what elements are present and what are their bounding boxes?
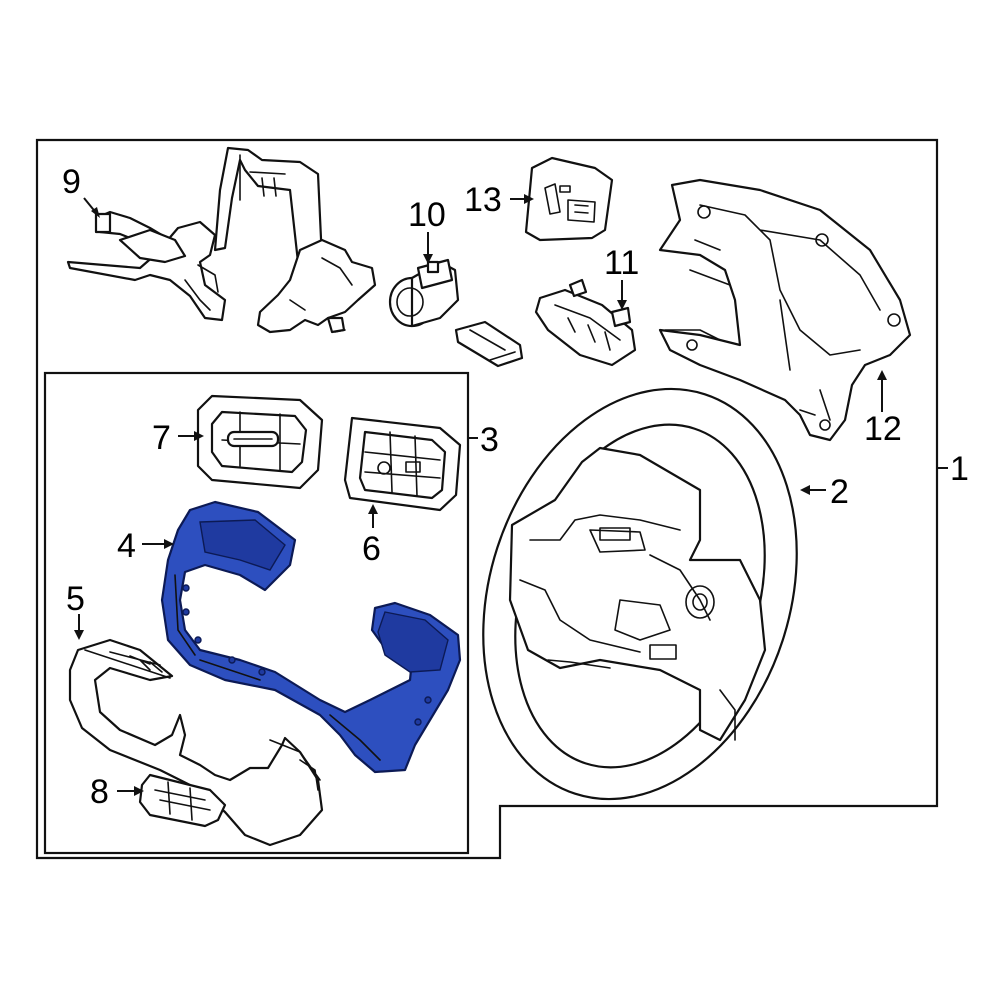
part-2-steering-wheel[interactable] — [432, 348, 847, 840]
callout-5: 5 — [66, 580, 85, 618]
callout-8: 8 — [90, 773, 109, 811]
arrow-10 — [423, 254, 433, 264]
part-4-bezel-highlighted[interactable] — [160, 500, 462, 774]
arrow-12 — [877, 370, 887, 380]
part-13-switch-plate[interactable] — [524, 156, 614, 242]
part-8-switch[interactable] — [138, 773, 227, 828]
callout-11: 11 — [604, 244, 639, 282]
callout-13: 13 — [464, 181, 502, 219]
arrow-5 — [74, 630, 84, 640]
callout-9: 9 — [62, 163, 81, 201]
part-9-bracket-arm — [256, 238, 377, 334]
arrow-4 — [164, 539, 174, 549]
part-10-clockspring[interactable] — [388, 258, 460, 328]
arrow-8 — [134, 786, 144, 796]
part-12-rear-cover[interactable] — [658, 178, 912, 442]
callout-6: 6 — [362, 530, 381, 568]
part-6-switch-module[interactable] — [343, 416, 462, 512]
arrow-6 — [368, 504, 378, 514]
arrow-13 — [524, 194, 534, 204]
callout-2: 2 — [830, 473, 849, 511]
callout-3: 3 — [480, 421, 499, 459]
arrow-11 — [617, 300, 627, 310]
connector-clip — [454, 320, 524, 368]
subassembly-frame — [43, 371, 470, 855]
arrow-9 — [91, 207, 100, 218]
callout-12: 12 — [864, 410, 902, 448]
part-9-bracket[interactable] — [66, 146, 324, 322]
callout-1: 1 — [950, 450, 969, 488]
part-7-switch-housing[interactable] — [196, 394, 324, 490]
part-11-switch[interactable] — [534, 278, 637, 367]
callout-10: 10 — [408, 196, 446, 234]
callout-labels: 1 2 3 4 5 6 7 8 9 10 11 12 13 — [62, 163, 969, 811]
assembly-frame — [35, 138, 939, 860]
callout-7: 7 — [152, 419, 171, 457]
leader-lines — [74, 194, 948, 796]
arrow-2 — [800, 485, 810, 495]
callout-4: 4 — [117, 527, 136, 565]
arrow-7 — [194, 431, 204, 441]
